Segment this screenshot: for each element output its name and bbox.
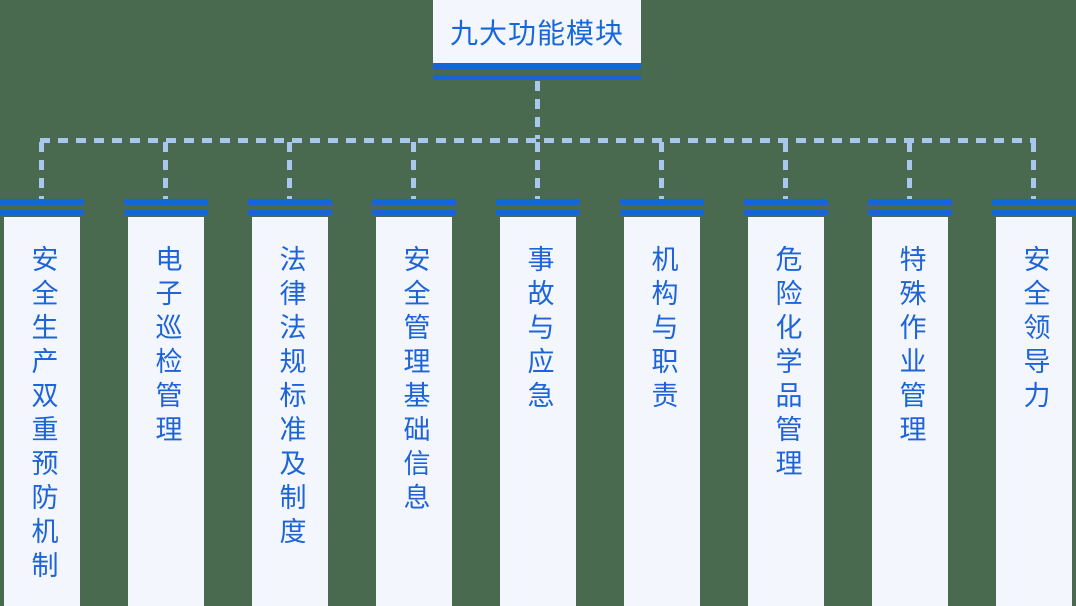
- module-topline-a: [496, 199, 580, 205]
- module-column-organization-duties: 机构与职责: [620, 142, 704, 606]
- module-label: 机构与职责: [647, 245, 678, 415]
- module-topline-a: [992, 199, 1076, 205]
- module-label: 危险化学品管理: [771, 245, 802, 483]
- module-column-accident-emergency: 事故与应急: [496, 142, 580, 606]
- connector-root-vertical: [535, 81, 540, 139]
- module-panel: 特殊作业管理: [872, 217, 948, 606]
- connector-branch-vertical: [287, 142, 292, 199]
- root-underline-bottom: [433, 75, 641, 80]
- module-topline-a: [0, 199, 84, 205]
- module-label: 特殊作业管理: [895, 245, 926, 449]
- module-panel: 法律法规标准及制度: [252, 217, 328, 606]
- module-label: 电子巡检管理: [151, 245, 182, 449]
- module-column-dual-prevention: 安全生产双重预防机制: [0, 142, 84, 606]
- module-panel: 事故与应急: [500, 217, 576, 606]
- module-topline-b: [868, 210, 952, 215]
- module-column-hazardous-chemicals: 危险化学品管理: [744, 142, 828, 606]
- module-topline-a: [372, 199, 456, 205]
- module-column-safety-leadership: 安全领导力: [992, 142, 1076, 606]
- root-node: 九大功能模块: [433, 0, 641, 80]
- module-topline-b: [248, 210, 332, 215]
- connector-horizontal-rail: [40, 138, 1036, 143]
- module-column-safety-basic-info: 安全管理基础信息: [372, 142, 456, 606]
- module-topline-b: [124, 210, 208, 215]
- module-topline-a: [868, 199, 952, 205]
- module-column-laws-regulations: 法律法规标准及制度: [248, 142, 332, 606]
- module-topline-b: [496, 210, 580, 215]
- connector-branch-vertical: [535, 142, 540, 199]
- module-panel: 电子巡检管理: [128, 217, 204, 606]
- module-topline-a: [744, 199, 828, 205]
- module-topline-b: [744, 210, 828, 215]
- connector-branch-vertical: [39, 142, 44, 199]
- module-topline-a: [620, 199, 704, 205]
- module-column-special-operations: 特殊作业管理: [868, 142, 952, 606]
- module-topline-a: [248, 199, 332, 205]
- module-topline-b: [372, 210, 456, 215]
- module-panel: 安全管理基础信息: [376, 217, 452, 606]
- connector-branch-vertical: [907, 142, 912, 199]
- module-label: 事故与应急: [523, 245, 554, 415]
- module-panel: 安全生产双重预防机制: [4, 217, 80, 606]
- root-underline-top: [433, 63, 641, 69]
- module-topline-a: [124, 199, 208, 205]
- module-column-electronic-inspection: 电子巡检管理: [124, 142, 208, 606]
- module-topline-b: [0, 210, 84, 215]
- root-node-box: 九大功能模块: [433, 0, 641, 63]
- module-topline-b: [992, 210, 1076, 215]
- connector-branch-vertical: [163, 142, 168, 199]
- module-panel: 危险化学品管理: [748, 217, 824, 606]
- module-label: 法律法规标准及制度: [275, 245, 306, 551]
- connector-branch-vertical: [411, 142, 416, 199]
- module-panel: 安全领导力: [996, 217, 1072, 606]
- root-node-label: 九大功能模块: [449, 17, 624, 49]
- connector-branch-vertical: [783, 142, 788, 199]
- module-label: 安全生产双重预防机制: [27, 245, 58, 585]
- module-panel: 机构与职责: [624, 217, 700, 606]
- module-label: 安全管理基础信息: [399, 245, 430, 517]
- connector-branch-vertical: [1031, 142, 1036, 199]
- connector-branch-vertical: [659, 142, 664, 199]
- module-topline-b: [620, 210, 704, 215]
- module-label: 安全领导力: [1019, 245, 1050, 415]
